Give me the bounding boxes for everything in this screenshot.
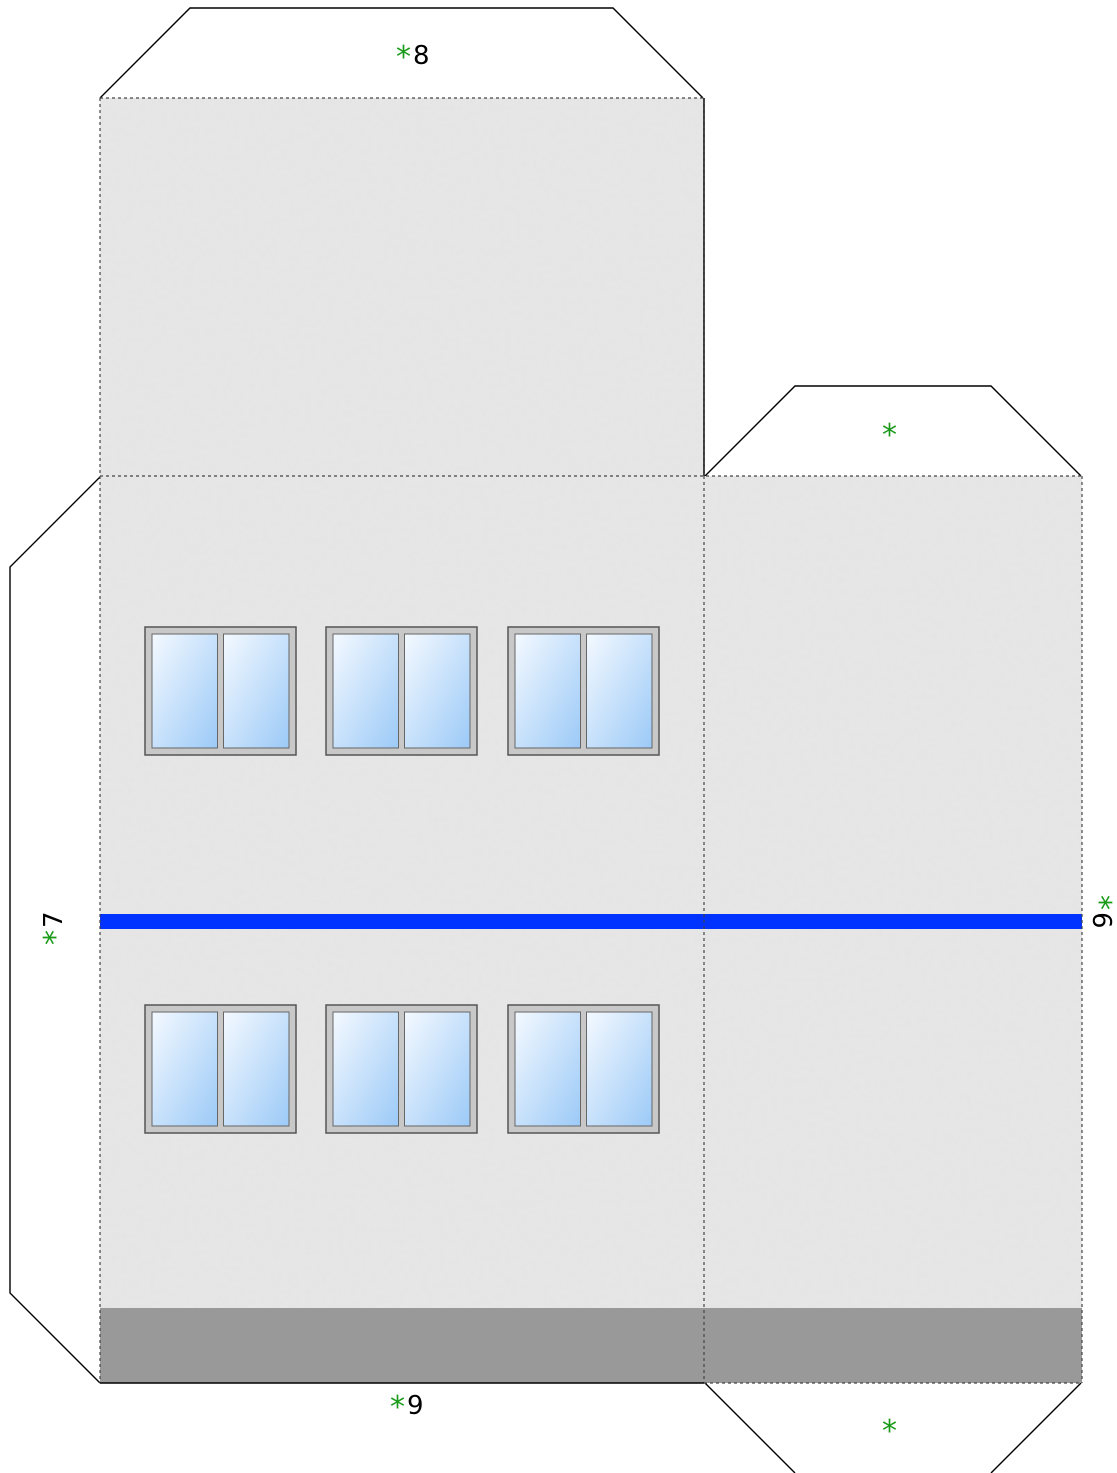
tab-bottom-side-right — [990, 1382, 1082, 1473]
tab-number: 8 — [413, 41, 430, 71]
window-pane — [151, 633, 218, 749]
tab-label-top-main: *8 — [396, 40, 430, 75]
base-band — [100, 1308, 1082, 1383]
window — [144, 1004, 297, 1134]
glue-star-icon: * — [1082, 895, 1117, 910]
cut-lines — [100, 98, 705, 1384]
windows — [144, 626, 660, 1134]
glue-star-icon: * — [38, 930, 73, 945]
window — [325, 626, 478, 756]
tab-number: 9 — [407, 1391, 424, 1421]
window-pane — [514, 633, 581, 749]
tab-label-top-side: * — [882, 418, 899, 453]
tab-top-side — [704, 385, 1082, 477]
tab-label-right: *6 — [1082, 895, 1117, 929]
glue-tabs — [9, 7, 1082, 1473]
tab-label-left: *7 — [38, 911, 73, 945]
glue-star-icon: * — [882, 418, 897, 453]
tab-number: 7 — [39, 911, 69, 928]
glue-star-icon: * — [882, 1414, 897, 1449]
roof-texture — [100, 98, 704, 476]
window — [144, 626, 297, 756]
window-pane — [586, 633, 653, 749]
window-pane — [223, 1011, 290, 1127]
tab-top-main — [99, 7, 704, 99]
glue-star-icon: * — [396, 40, 411, 75]
front-wall-texture — [100, 476, 704, 1308]
window — [325, 1004, 478, 1134]
wall-texture — [100, 98, 1082, 1308]
tab-bottom-side — [704, 1382, 796, 1473]
window-pane — [223, 633, 290, 749]
fold-lines — [99, 97, 1083, 1384]
window-pane — [404, 1011, 471, 1127]
window-pane — [514, 1011, 581, 1127]
window-pane — [332, 633, 399, 749]
window — [507, 1004, 660, 1134]
glue-star-icon: * — [390, 1390, 405, 1425]
tab-label-bottom-side: * — [882, 1414, 899, 1449]
window — [507, 626, 660, 756]
window-pane — [332, 1011, 399, 1127]
tab-number: 6 — [1086, 912, 1116, 929]
window-pane — [151, 1011, 218, 1127]
window-pane — [404, 633, 471, 749]
tab-left — [9, 476, 101, 1384]
side-base-band — [704, 1308, 1082, 1383]
blue-stripe — [100, 914, 1082, 929]
side-wall-texture — [704, 476, 1082, 1308]
window-pane — [586, 1011, 653, 1127]
tab-label-bottom-main: *9 — [390, 1390, 424, 1425]
front-base-band — [100, 1308, 704, 1383]
